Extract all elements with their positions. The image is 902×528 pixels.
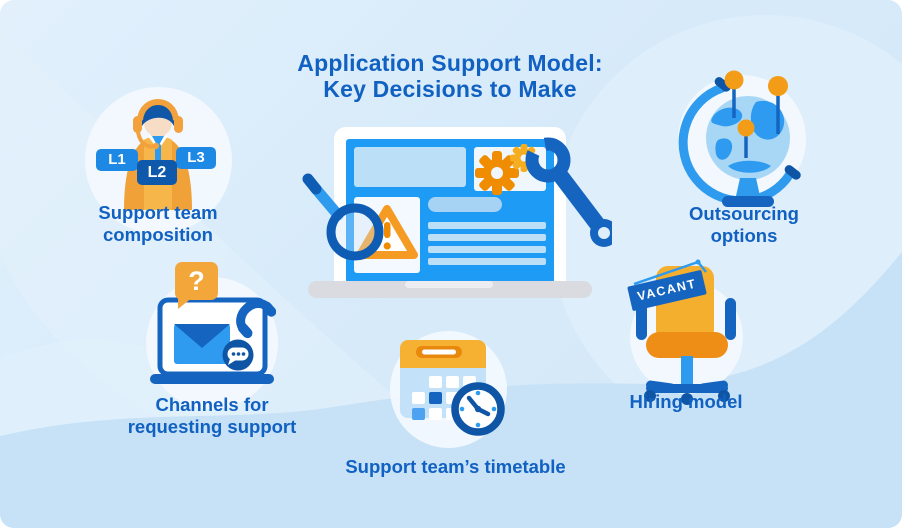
vacant-office-chair-icon (633, 259, 736, 405)
page-title-line-2: Key Decisions to Make (323, 76, 577, 102)
sign-string (633, 259, 707, 286)
level-badge-l1: L1 (96, 149, 138, 171)
label-line: options (710, 224, 778, 246)
label-line: composition (103, 223, 213, 245)
globe (678, 77, 801, 207)
email-icon (174, 324, 230, 364)
calendar-clock-icon (400, 340, 505, 436)
laptop-email-phone-chat-icon (150, 297, 276, 384)
chat-bubble-icon (222, 339, 254, 371)
page-title: Application Support Model: Key Decisions… (250, 50, 650, 102)
magnifier-icon (302, 173, 384, 261)
label-line: requesting support (127, 415, 297, 437)
level-badge-l2: L2 (137, 160, 177, 185)
phone-icon (236, 299, 276, 339)
clock-icon (451, 382, 505, 436)
label-timetable: Support team’s timetable (345, 456, 566, 477)
office-chair (636, 266, 736, 405)
page-title-line-1: Application Support Model: (297, 50, 603, 76)
label-line: Support team (98, 202, 218, 223)
question-bubble-icon: ? (175, 262, 218, 309)
wrench-icon (492, 113, 612, 273)
map-pins (724, 70, 788, 158)
background-wave-bottom (0, 252, 902, 528)
label-line: Outsourcing (689, 203, 799, 224)
question-mark: ? (188, 266, 205, 296)
laptop-maintenance-icon (302, 113, 612, 298)
question-bubble-tail (178, 297, 193, 309)
label-channels: Channels for requesting support (98, 394, 326, 437)
agent-head (133, 99, 183, 150)
globe-with-pins-icon (678, 70, 801, 207)
label-support-team-composition: Support team composition (58, 202, 258, 245)
label-line: Channels for (155, 394, 269, 415)
laptop-base (308, 281, 592, 298)
level-badge-l3: L3 (176, 147, 216, 169)
label-hiring-model: Hiring model (629, 391, 743, 412)
label-outsourcing: Outsourcing options (668, 203, 820, 246)
